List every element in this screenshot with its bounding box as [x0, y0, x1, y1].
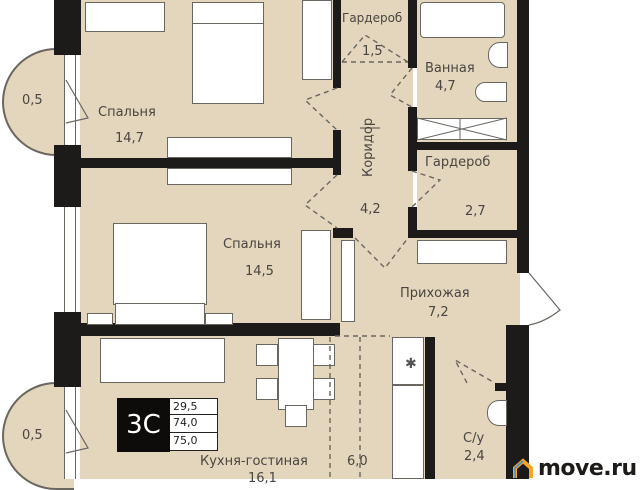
sink-bath — [488, 42, 508, 68]
wardrobe-2-name: Гардероб — [425, 155, 491, 170]
hallway-area: 7,2 — [428, 305, 449, 320]
bedroom-2-name: Спальня — [223, 237, 281, 252]
apartment-type-badge: 3C 29,5 74,0 75,0 — [117, 398, 218, 452]
corridor-name: Коридор — [361, 117, 377, 178]
sofa — [100, 338, 225, 383]
wardrobe-2-area: 2,7 — [465, 204, 486, 219]
wall-corridor-left-mid — [333, 130, 341, 175]
bedroom-1-area: 14,7 — [115, 131, 144, 146]
wall-kitchen-divider — [425, 337, 435, 479]
bedroom-2-area: 14,5 — [245, 264, 274, 279]
wall-bath-left — [408, 0, 417, 68]
tv-stand-1 — [167, 137, 292, 158]
bathroom-area: 4,7 — [435, 79, 456, 94]
chair-5 — [285, 405, 307, 427]
window-bedroom-2 — [64, 207, 76, 312]
total-area: 74,0 — [170, 415, 218, 433]
watermark-text: move.ru — [538, 456, 637, 481]
bathtub — [420, 2, 505, 38]
floor-wardrobe-2 — [417, 148, 517, 230]
wall-bedroom2-bottom — [80, 323, 340, 336]
stove — [392, 385, 424, 479]
wall-bedroom-divider — [80, 158, 340, 168]
desk — [85, 2, 165, 32]
toilet-bath — [475, 82, 507, 102]
living-area: 29,5 — [170, 398, 218, 415]
wardrobe-1-area: 1,5 — [362, 44, 383, 59]
total-area-with-balconies: 75,0 — [170, 433, 218, 451]
pillows-2 — [115, 303, 205, 325]
wall-right-bottom — [506, 325, 529, 479]
wardrobe-bedroom-1 — [302, 0, 332, 80]
wall-ward2-bottom — [408, 230, 520, 238]
kitchen-living-name: Кухня-гостиная — [200, 454, 308, 469]
wall-bath-left-2 — [408, 107, 417, 171]
sink-wc — [487, 400, 507, 426]
wall-left-mid-1 — [54, 145, 81, 207]
house-logo-icon — [513, 457, 533, 478]
wardrobe-1-name: Гардероб — [342, 11, 403, 25]
tv-stand-2 — [167, 168, 292, 185]
wardrobe-bedroom-2 — [301, 230, 331, 320]
nightstand-2 — [205, 313, 233, 325]
wc-area: 2,4 — [464, 449, 485, 464]
fridge — [392, 337, 424, 385]
wall-wc-top — [495, 383, 515, 391]
kitchen-living-area: 16,1 — [248, 471, 277, 486]
chair-3 — [256, 378, 278, 400]
dining-table — [278, 338, 314, 410]
wall-bath-bottom — [408, 142, 520, 150]
window-kitchen — [64, 387, 76, 479]
wall-left-mid-2 — [54, 312, 81, 387]
balcony-2-area: 0,5 — [22, 428, 43, 443]
shelf-hallway — [417, 240, 507, 264]
area-summary: 29,5 74,0 75,0 — [170, 398, 218, 452]
svg-text:✱: ✱ — [405, 356, 417, 372]
apartment-type: 3C — [117, 398, 170, 452]
chair-1 — [256, 344, 278, 366]
wardrobe-corridor — [341, 240, 355, 322]
floor-wardrobe-1 — [338, 0, 408, 62]
nightstand-1 — [87, 313, 113, 325]
wall-corridor-left-top — [333, 0, 341, 88]
move-ru-watermark[interactable]: move.ru — [512, 456, 637, 481]
balcony-1-area: 0,5 — [22, 93, 43, 108]
wall-left-top — [54, 0, 81, 55]
kitchen-zone-area: 6,0 — [347, 454, 368, 469]
wall-right-top — [517, 0, 529, 273]
wall-corridor-left-bot — [333, 228, 353, 238]
wc-name: С/у — [463, 431, 485, 446]
plan-lines: ✱ — [65, 34, 561, 479]
hallway-name: Прихожая — [400, 286, 470, 301]
wall-ward2-left — [408, 207, 417, 238]
corridor-area: 4,2 — [360, 202, 381, 217]
pillows-1 — [192, 2, 264, 24]
bathroom-name: Ванная — [425, 61, 475, 76]
bedroom-1-name: Спальня — [98, 105, 156, 120]
bed-2 — [113, 223, 207, 305]
